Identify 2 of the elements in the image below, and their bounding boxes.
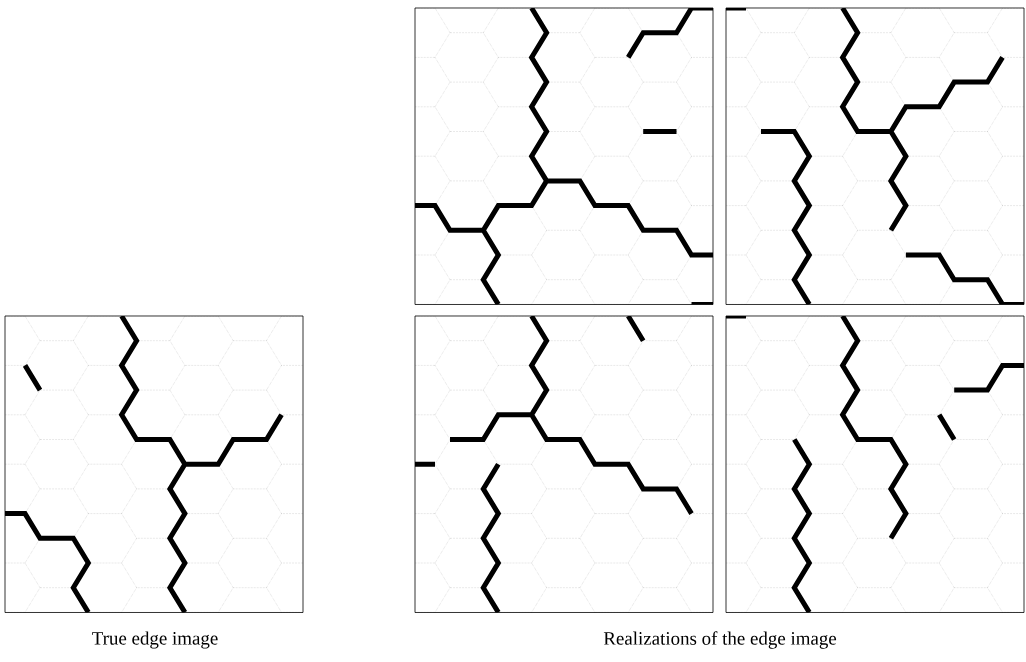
caption: True edge image (92, 631, 218, 649)
caption: Realizations of the edge image (603, 631, 837, 649)
